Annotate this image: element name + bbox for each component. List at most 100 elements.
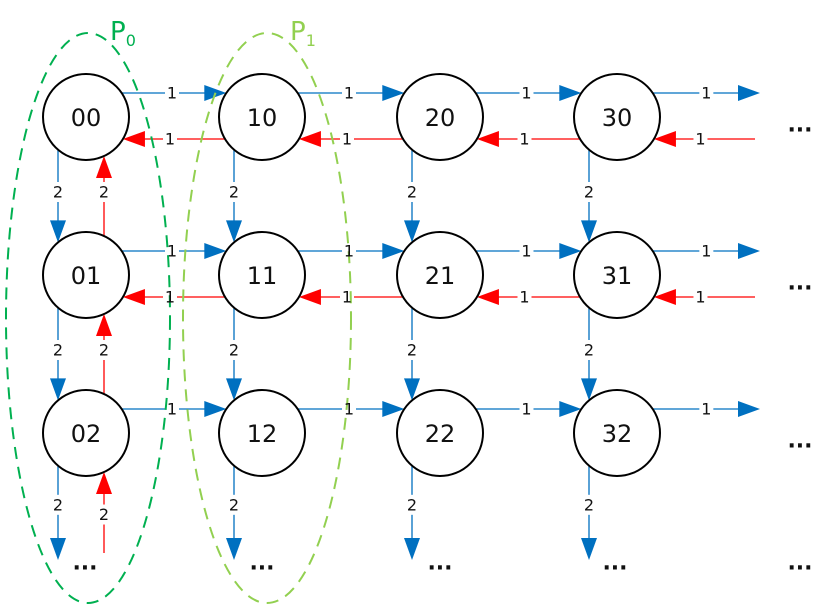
partition-label: P0: [110, 17, 136, 50]
down-weight-label: 2: [229, 495, 239, 514]
label-background: [582, 340, 596, 360]
edges-layer: [50, 84, 760, 560]
label-background: [342, 242, 356, 260]
node-label: 12: [247, 420, 278, 448]
label-background: [517, 288, 532, 306]
down-weight-label: 2: [53, 341, 63, 360]
down-arrowhead: [226, 378, 242, 401]
node-circle: [218, 73, 306, 161]
continuation-ellipsis: ...: [72, 551, 97, 576]
forward-weight-label: 1: [521, 84, 531, 103]
backward-arrowhead: [122, 289, 145, 305]
forward-weight-label: 1: [521, 400, 531, 419]
label-background: [582, 182, 596, 202]
backward-weight-label: 1: [165, 288, 175, 307]
down-arrowhead: [226, 220, 242, 243]
down-arrowhead: [581, 220, 597, 243]
node-label: 21: [425, 262, 456, 290]
down-weight-label: 2: [229, 341, 239, 360]
up-arrowhead: [96, 314, 112, 337]
down-arrowhead: [581, 378, 597, 401]
up-arrowhead: [96, 472, 112, 495]
label-background: [97, 182, 111, 202]
up-arrowhead: [96, 156, 112, 179]
node-circle: [42, 389, 130, 477]
node-label: 20: [425, 104, 456, 132]
down-weight-label: 2: [584, 341, 594, 360]
forward-weight-label: 1: [344, 400, 354, 419]
node: 22: [396, 389, 484, 477]
up-weight-label: 2: [99, 183, 109, 202]
node-circle: [573, 389, 661, 477]
forward-weight-label: 1: [167, 242, 177, 261]
backward-arrowhead: [122, 131, 145, 147]
down-arrowhead: [50, 378, 66, 401]
label-background: [165, 84, 179, 102]
node: 10: [218, 73, 306, 161]
label-background: [405, 340, 419, 360]
node-circle: [218, 231, 306, 319]
forward-weight-label: 1: [344, 84, 354, 103]
forward-arrowhead: [559, 401, 582, 417]
node: 02: [42, 389, 130, 477]
up-weight-label: 2: [99, 341, 109, 360]
backward-arrowhead: [476, 289, 499, 305]
backward-weight-label: 1: [519, 288, 529, 307]
up-weight-label: 2: [99, 505, 109, 524]
partition-label: P1: [290, 17, 316, 50]
label-background: [340, 130, 354, 148]
backward-weight-label: 1: [695, 130, 705, 149]
node-circle: [42, 73, 130, 161]
down-arrowhead: [50, 220, 66, 243]
forward-arrowhead: [559, 243, 582, 259]
forward-weight-label: 1: [701, 400, 711, 419]
label-background: [699, 400, 714, 418]
forward-weight-label: 1: [167, 84, 177, 103]
label-background: [227, 182, 241, 202]
node: 11: [218, 231, 306, 319]
backward-arrowhead: [653, 131, 676, 147]
label-background: [165, 400, 179, 418]
forward-arrowhead: [382, 243, 405, 259]
node-circle: [42, 231, 130, 319]
label-background: [405, 494, 419, 515]
label-background: [693, 288, 708, 306]
down-weight-label: 2: [407, 495, 417, 514]
down-weight-label: 2: [407, 183, 417, 202]
label-background: [693, 130, 708, 148]
backward-weight-label: 1: [342, 130, 352, 149]
node-label: 31: [602, 262, 633, 290]
node-circle: [396, 231, 484, 319]
partition-letter: P: [110, 17, 126, 47]
label-background: [227, 340, 241, 360]
down-arrowhead: [404, 220, 420, 243]
forward-arrowhead: [738, 401, 760, 417]
label-background: [582, 494, 596, 515]
label-background: [97, 340, 111, 360]
backward-arrowhead: [298, 289, 321, 305]
partition-subscript: 0: [126, 31, 136, 50]
label-background: [342, 84, 356, 102]
node-label: 11: [247, 262, 278, 290]
backward-arrowhead: [476, 131, 499, 147]
backward-arrowhead: [298, 131, 321, 147]
continuation-ellipsis: ...: [602, 551, 627, 576]
down-weight-label: 2: [53, 183, 63, 202]
node-label: 01: [71, 262, 102, 290]
continuation-ellipsis: ...: [787, 271, 812, 296]
label-background: [519, 84, 534, 102]
continuation-ellipsis: ...: [787, 113, 812, 138]
label-background: [227, 494, 241, 515]
forward-arrowhead: [738, 243, 760, 259]
down-arrowhead: [404, 538, 420, 560]
forward-weight-label: 1: [701, 84, 711, 103]
label-background: [342, 400, 356, 418]
backward-arrowhead: [653, 289, 676, 305]
continuation-ellipsis: ...: [787, 429, 812, 454]
node: 31: [573, 231, 661, 319]
node-label: 10: [247, 104, 278, 132]
forward-arrowhead: [382, 401, 405, 417]
continuation-ellipsis: ...: [249, 551, 274, 576]
down-weight-label: 2: [584, 183, 594, 202]
